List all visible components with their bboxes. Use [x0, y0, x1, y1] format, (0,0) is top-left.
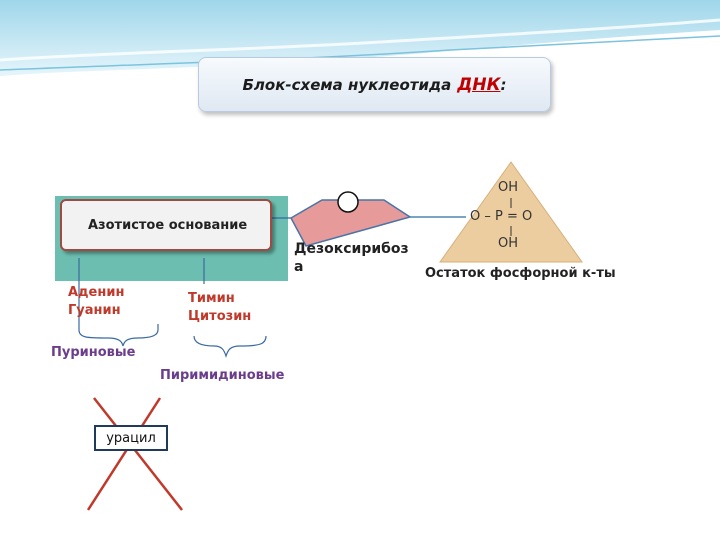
cross-line-2 — [86, 397, 162, 511]
title-colon: : — [500, 75, 507, 94]
guanine-label: Гуанин — [68, 303, 121, 318]
nitrogen-base-label: Азотистое основание — [88, 217, 248, 233]
phosphate-oh-top: OH — [498, 180, 519, 195]
uracil-label: урацил — [106, 430, 156, 446]
header-wave-decoration — [0, 0, 720, 76]
phosphate-formula: O – P = O — [470, 209, 533, 224]
adenine-label: Аденин — [68, 285, 125, 300]
title-box: Блок-схема нуклеотида ДНК : — [198, 57, 551, 112]
purine-names: Аденин Гуанин — [68, 284, 124, 320]
sugar-pentagon — [289, 199, 412, 247]
pyrimidine-names: Тимин Цитозин — [188, 290, 251, 326]
pyrimidine-bracket — [193, 335, 267, 358]
sugar-label-line2: а — [294, 259, 304, 275]
thymine-label: Тимин — [188, 291, 235, 306]
phosphate-oh-bottom: OH — [498, 236, 519, 251]
oxygen-circle — [337, 191, 359, 213]
title-text: Блок-схема нуклеотида — [242, 75, 452, 94]
pyrimidines-group-label: Пиримидиновые — [160, 368, 285, 383]
sugar-label: Дезоксирибоз а — [294, 240, 409, 276]
purine-bracket — [78, 258, 159, 347]
nitrogen-base-box: Азотистое основание — [60, 199, 272, 251]
uracil-box: урацил — [94, 425, 168, 451]
cross-line-1 — [93, 397, 183, 511]
sugar-label-line1: Дезоксирибоз — [294, 241, 409, 257]
phosphate-label: Остаток фосфорной к-ты — [425, 266, 616, 281]
title-dna: ДНК — [457, 74, 501, 95]
purines-group-label: Пуриновые — [51, 345, 136, 360]
phosphate-triangle — [439, 161, 583, 263]
cytosine-label: Цитозин — [188, 309, 252, 324]
